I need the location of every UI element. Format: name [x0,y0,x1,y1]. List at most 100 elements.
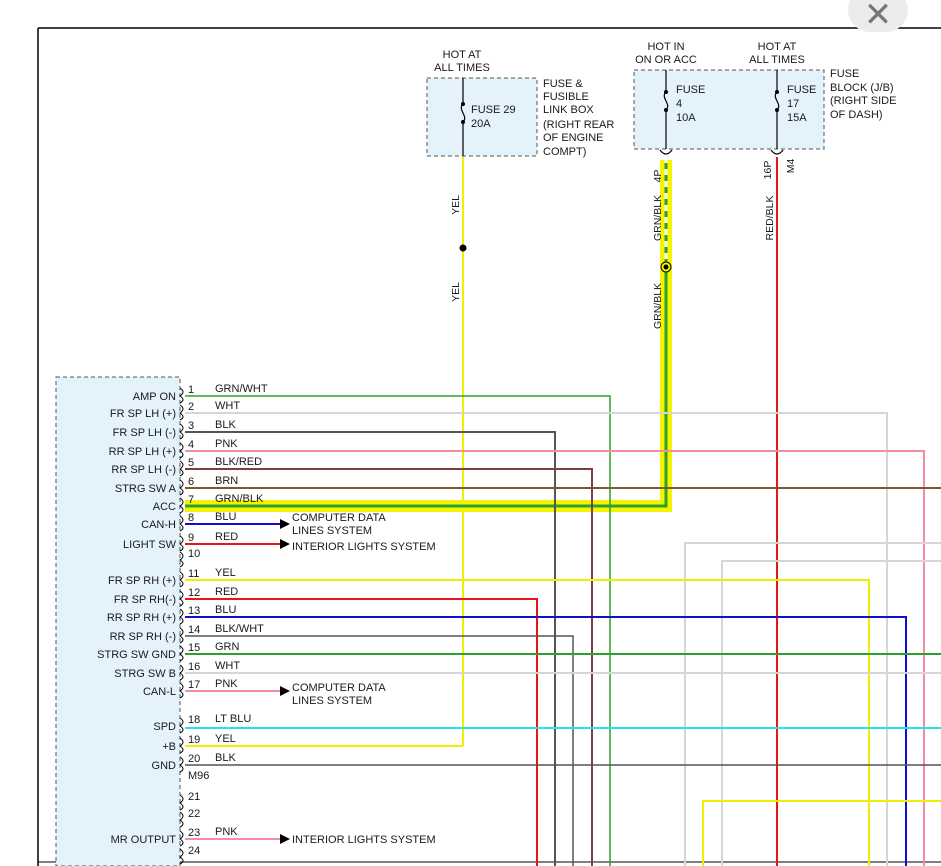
pin-terminal [179,848,184,865]
dest-can-l-1: COMPUTER DATA [292,682,386,694]
fuse4-label: FUSE [676,84,705,96]
wire-pin1 [185,395,611,866]
dest-can-h-1: COMPUTER DATA [292,512,386,524]
pin-wire-color: YEL [215,567,236,579]
pin-wire-color: BLK/RED [215,456,262,468]
pin-number: 22 [188,808,200,820]
pin-function-label: CAN-L [143,686,176,698]
pin-wire-color: WHT [215,400,240,412]
pin-terminal [179,737,184,754]
pin-4p-label: 4P [652,170,664,183]
pin-terminal [179,830,184,847]
wire-yel-label-top: YEL [450,195,462,215]
fuse4-rating: 10A [676,112,696,124]
pin-function-label: FR SP LH (+) [110,408,176,420]
pin-terminal [179,535,184,552]
pin-function-label: +B [162,741,176,753]
pin-number: 11 [188,568,199,580]
pin-terminal [179,664,184,681]
pin-number: 19 [188,734,200,746]
pin-terminal [179,460,184,477]
pin-number: 16 [188,661,200,673]
pin-wire-color: PNK [215,438,238,450]
link-box-desc-4: (RIGHT REAR [543,119,614,131]
pin-number: 20 [188,753,200,765]
pin-number: 5 [188,457,194,469]
fuse17-dot-top [775,90,779,94]
wire-pin5 [185,468,593,866]
fuse17-rating: 15A [787,112,807,124]
pin-terminal [179,497,184,514]
jb-desc-4: OF DASH) [830,109,883,121]
pin-function-label: RR SP RH (-) [110,631,176,643]
pin-terminal [179,479,184,496]
pin-wire-color: PNK [215,678,238,690]
pin-wire-color: PNK [215,826,238,838]
pin-function-label: FR SP RH(-) [114,594,176,606]
fuse29-dot-top [461,102,465,106]
fuse17-number: 17 [787,98,799,110]
pin-terminal [179,794,184,811]
wire-pin13 [185,616,907,866]
arrow-light-sw [280,539,290,549]
dest-can-h-2: LINES SYSTEM [292,525,372,537]
pin-function-label: SPD [153,721,176,733]
fuse4-dot-top [664,90,668,94]
pin-number: 15 [188,642,200,654]
pin-wire-color: BLK/WHT [215,623,264,635]
pin-wire-color: RED [215,586,238,598]
pin-terminal [179,423,184,440]
dest-mr-output: INTERIOR LIGHTS SYSTEM [292,834,436,846]
jb-header-b-2: ALL TIMES [749,54,805,66]
link-box-desc-2: FUSIBLE [543,91,589,103]
pin-terminal [179,627,184,644]
wire-acc-grnblk [185,160,668,508]
pin-wire-color: LT BLU [215,713,251,725]
pin-function-label: FR SP RH (+) [108,575,176,587]
pin-number: 13 [188,605,200,617]
link-box-description: FUSE & FUSIBLE LINK BOX (RIGHT REAR OF E… [543,78,614,158]
link-box-desc-1: FUSE & [543,78,583,90]
pin-function-label: CAN-H [141,519,176,531]
pin-number: 12 [188,587,200,599]
pin-number: 14 [188,624,200,636]
jb-header-b-1: HOT AT [758,41,797,53]
wire-redblk-label: RED/BLK [764,196,776,241]
wire-grnblk-label-bottom: GRN/BLK [652,283,664,329]
close-icon: ✕ [863,0,893,35]
pin-number: 24 [188,845,200,857]
link-box-desc-3: LINK BOX [543,104,594,116]
jb-terminal-4p [659,149,673,155]
pin-wire-color: GRN/BLK [215,493,264,505]
pin-terminal [179,811,184,828]
pin-terminal [179,515,184,532]
arrow-can-h [280,519,290,529]
pin-wire-color: RED [215,531,238,543]
pin-function-label: GND [152,760,177,772]
fuse4-dot-bottom [664,108,668,112]
pin-terminal [179,717,184,734]
pin-number: 6 [188,476,194,488]
fuse17-label: FUSE [787,84,816,96]
pin-number: 1 [188,384,194,396]
pin-wire-color: GRN/WHT [215,383,268,395]
conn-m4-label: M4 [785,159,797,174]
pin-number: 18 [188,714,200,726]
pin-function-label: RR SP LH (+) [109,446,176,458]
link-box-desc-6: COMPT) [543,146,586,158]
jb-description: FUSE BLOCK (J/B) (RIGHT SIDE OF DASH) [830,68,896,121]
pin-number: 3 [188,420,194,432]
jb-desc-2: BLOCK (J/B) [830,82,894,94]
pin-wire-color: BLK [215,419,236,431]
pin-function-label: RR SP RH (+) [107,612,176,624]
link-box-header-1: HOT AT [443,49,482,61]
pin-function-label: RR SP LH (-) [111,464,176,476]
connector-m96-label: M96 [188,770,209,782]
wire-pin14 [185,635,574,866]
close-button[interactable]: ✕ [848,0,908,32]
pin-terminal [179,551,184,568]
pin-wire-color: BLU [215,511,236,523]
wire-wht-right-b [721,560,941,866]
